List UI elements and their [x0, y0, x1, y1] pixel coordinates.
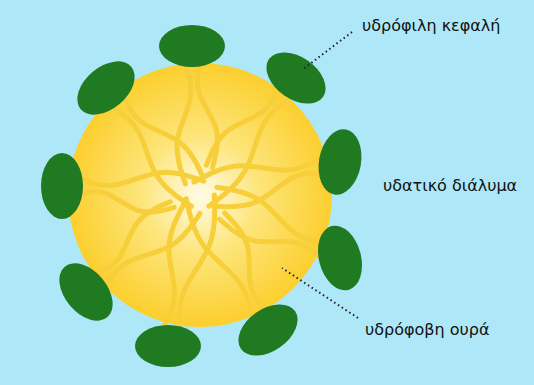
hydrophilic-head [159, 25, 225, 67]
heads-group [41, 25, 369, 367]
hydrophobic-tail [102, 213, 200, 291]
hydrophobic-tail [206, 81, 280, 165]
hydrophobic-tail [121, 90, 203, 177]
hydrophilic-head [41, 153, 83, 219]
hydrophilic-head [229, 294, 307, 366]
hydrophobic-tail [217, 187, 333, 244]
leader-line [302, 32, 352, 70]
hydrophobic-tail [177, 59, 191, 184]
leader-line [282, 268, 358, 318]
hydrophobic-tail [106, 104, 191, 207]
hydrophilic-head [314, 126, 367, 198]
hydrophobic-tail [179, 195, 215, 336]
hydrophobic-tail [194, 155, 326, 182]
hydrophobic-tail [89, 202, 171, 277]
hydrophobic-tail [75, 172, 204, 185]
hydrophilic-head [67, 51, 145, 126]
hydrophilic-head [311, 221, 369, 296]
hydrophilic-head [49, 253, 124, 331]
hydrophobic-tail [209, 94, 296, 207]
hydrophilic-head [257, 42, 335, 114]
callout-label: υδρόφοβη ουρά [363, 320, 492, 339]
callout-label: υδατικό διάλυμα [381, 176, 519, 195]
hydrophilic-head [135, 325, 201, 367]
callout-label: υδρόφιλη κεφαλή [360, 16, 502, 35]
